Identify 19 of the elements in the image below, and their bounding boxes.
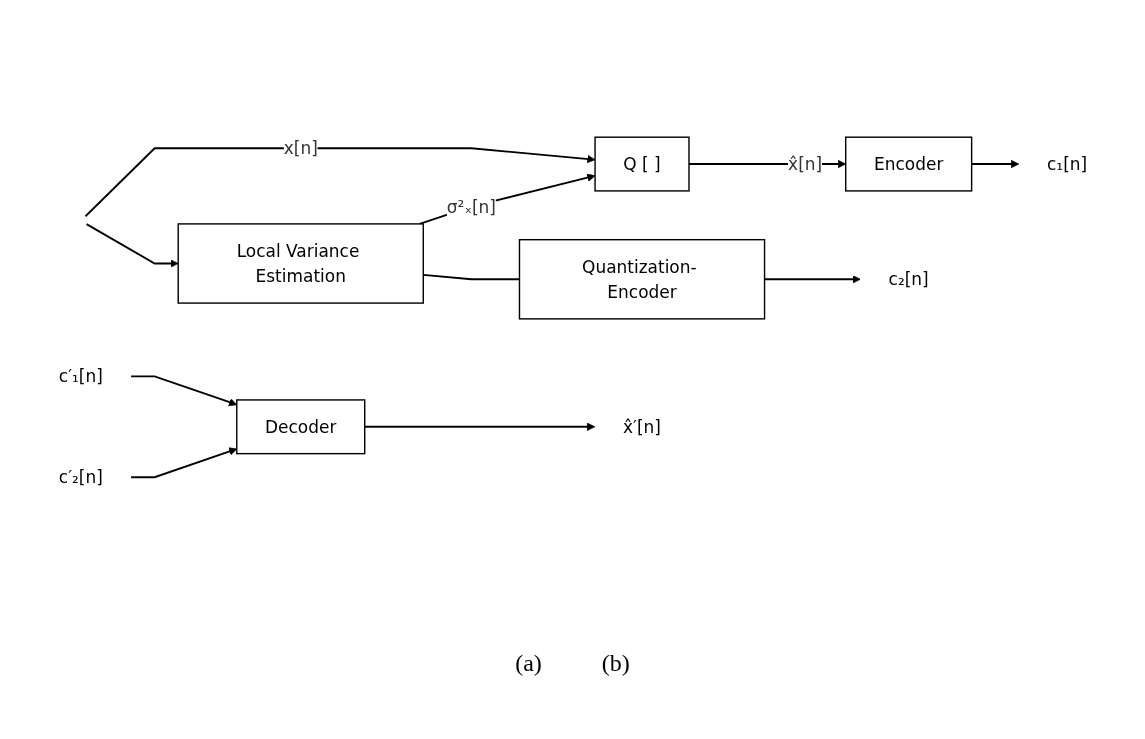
node-box: Quantization- Encoder [518,239,765,320]
node-text: c′₁[n] [58,366,103,387]
node-box: Q [ ] [593,136,690,192]
arrow [129,375,237,407]
node-text: c₁[n] [1046,154,1087,175]
panel-label: (a) [515,650,542,677]
node-text: c′₂[n] [58,467,103,488]
arrow [84,147,595,218]
edge-label: σ²ₓ[n] [446,196,496,217]
edge-label: x[n] [283,138,318,159]
arrow [129,447,237,479]
edge-label: x̂[n] [787,154,822,175]
node-box: Encoder [844,136,972,192]
node-box: Decoder [235,399,365,455]
node-box: Local Variance Estimation [177,223,424,304]
node-text: c₂[n] [888,269,929,290]
node-text: x̂′[n] [622,417,661,437]
panel-label: (b) [601,650,630,677]
arrow [418,173,595,226]
